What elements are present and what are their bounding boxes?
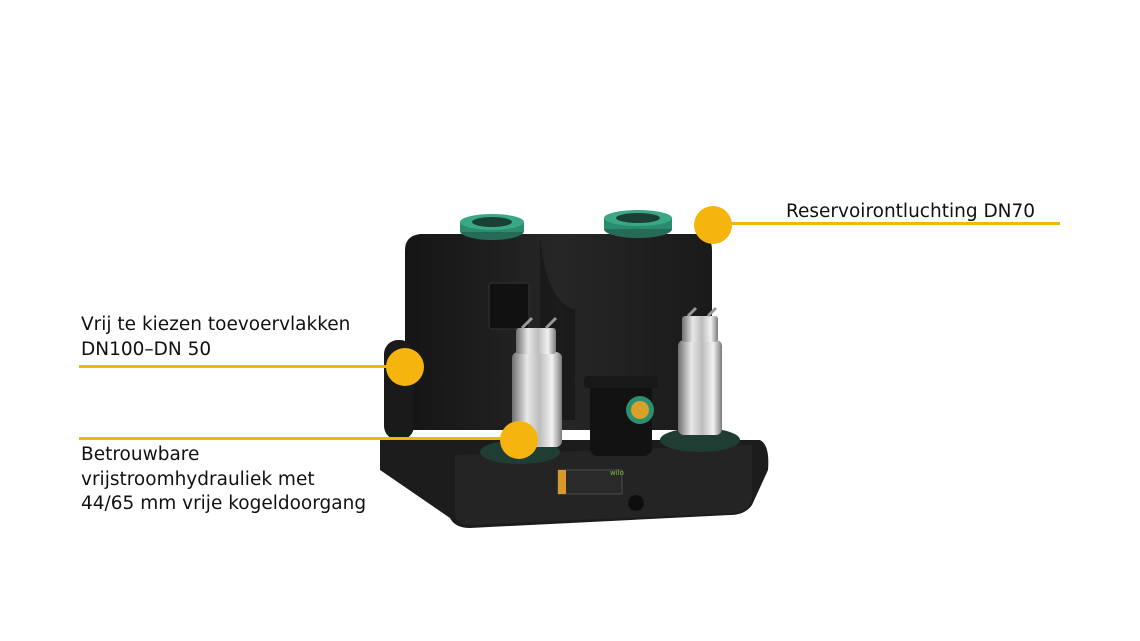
inlets-callout-label-line2: DN100–DN 50 — [81, 339, 212, 360]
hydraulics-callout-label-line1: Betrouwbare — [81, 444, 200, 465]
inlets-callout-line — [79, 365, 399, 368]
inlets-callout-dot — [386, 348, 424, 386]
hydraulics-callout-dot — [500, 421, 538, 459]
hydraulics-callout-label-line2: vrijstroomhydrauliek met — [81, 469, 315, 490]
hydraulics-callout-line — [79, 437, 509, 440]
brand-logo: wilo — [610, 469, 624, 477]
venting-callout-label: Reservoirontluchting DN70 — [786, 201, 1036, 222]
venting-callout-dot — [694, 206, 732, 244]
hydraulics-callout-label-line3: 44/65 mm vrije kogeldoorgang — [81, 493, 367, 514]
inlets-callout-label-line1: Vrij te kiezen toevoervlakken — [81, 314, 351, 335]
venting-callout-line — [730, 222, 1060, 225]
